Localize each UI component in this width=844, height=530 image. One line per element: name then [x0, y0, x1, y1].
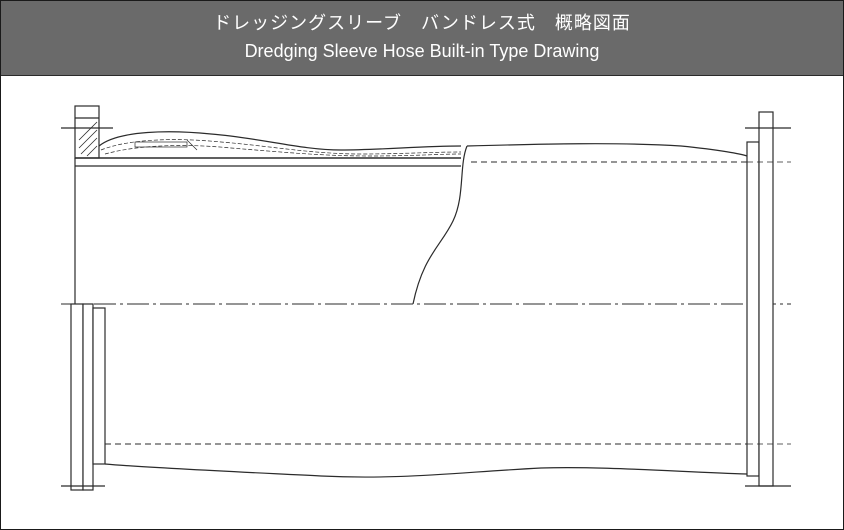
outer-profile-top-right — [466, 143, 748, 157]
outer-cover-top — [98, 131, 462, 151]
right-flange — [745, 111, 791, 487]
title-english: Dredging Sleeve Hose Built-in Type Drawi… — [244, 41, 600, 61]
title-japanese: ドレッジングスリーブ バンドレス式 概略図面 — [213, 13, 631, 34]
title-banner: ドレッジングスリーブ バンドレス式 概略図面 Dredging Sleeve H… — [1, 1, 843, 76]
sleeve-hose-drawing — [61, 105, 791, 491]
left-bottom-flange — [61, 303, 106, 491]
outer-profile-bottom — [104, 463, 748, 478]
cutaway-break-line — [412, 145, 468, 305]
hose-geometry — [61, 105, 791, 491]
left-top-flange — [61, 105, 113, 159]
hose-drawing-area — [1, 76, 843, 529]
